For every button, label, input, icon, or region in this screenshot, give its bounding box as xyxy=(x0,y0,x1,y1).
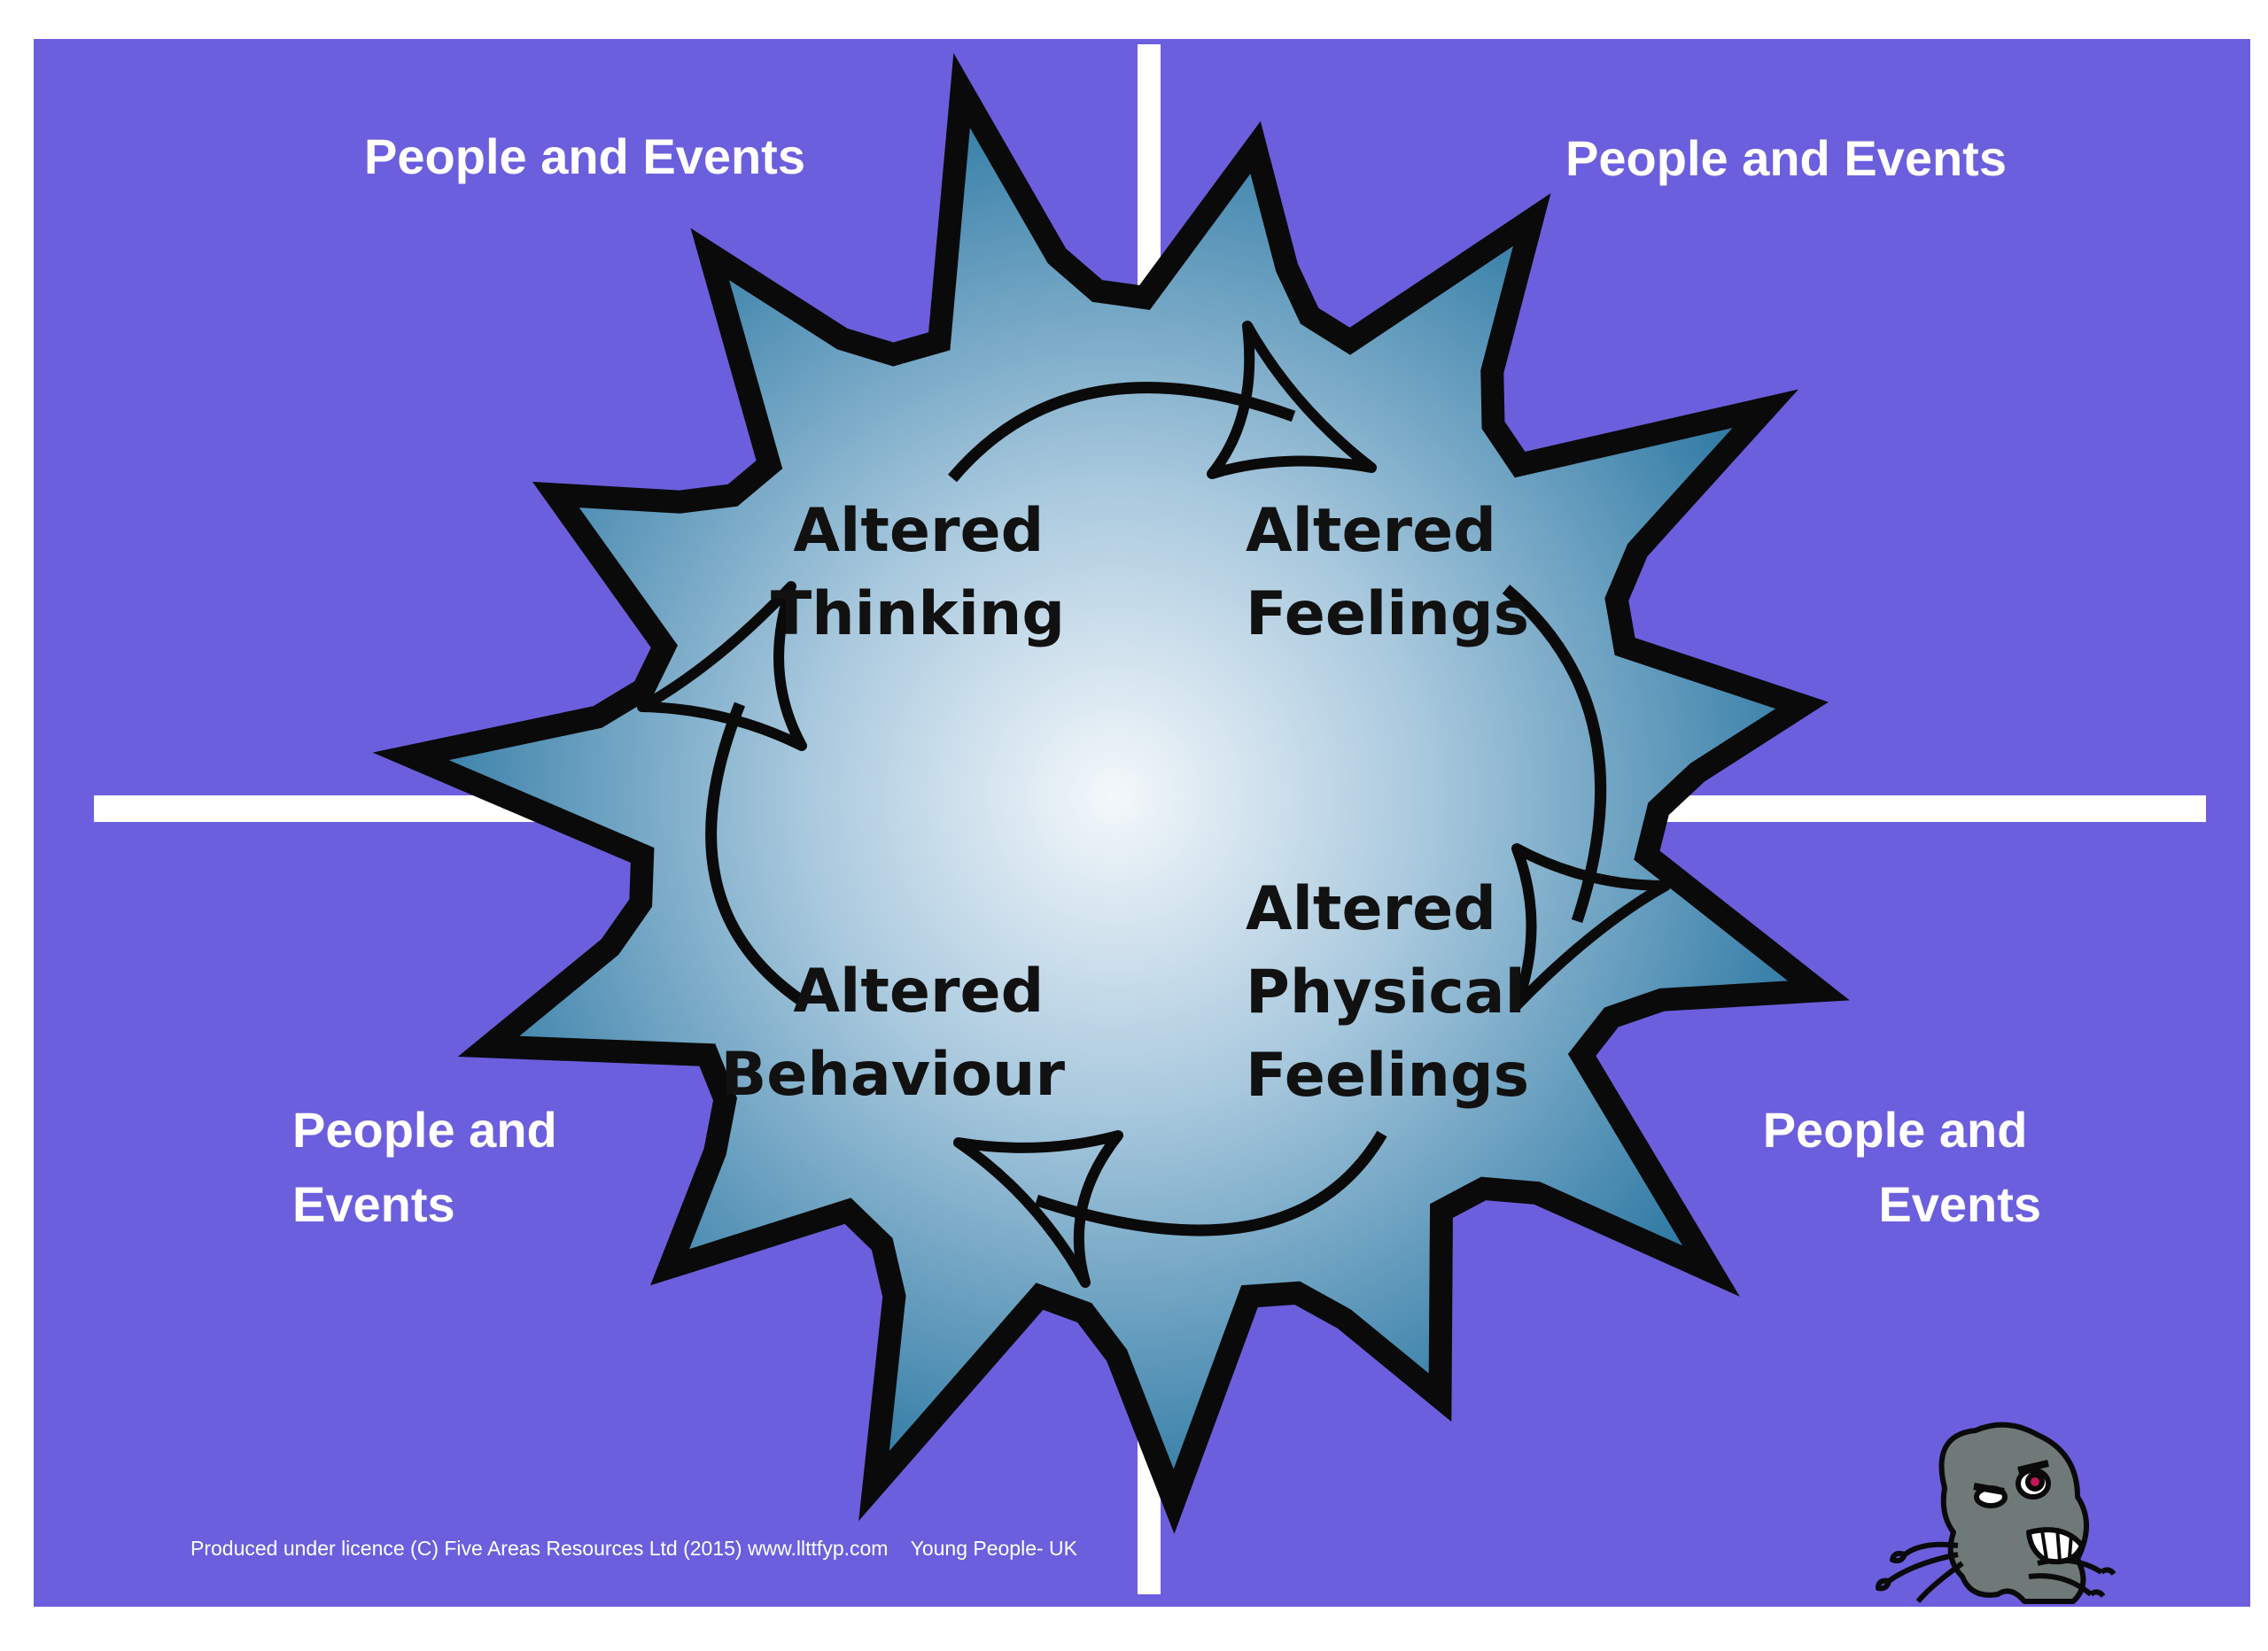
open-triangle-arrowhead-icon xyxy=(1207,321,1377,479)
grumpy-creature-icon xyxy=(1876,1422,2117,1604)
creature-claws-left xyxy=(1876,1541,1964,1603)
open-triangle-arrowhead-icon xyxy=(1511,843,1671,1011)
label-altered-thinking: Altered Thinking xyxy=(771,496,1065,649)
label-altered-feelings: Altered Feelings xyxy=(1246,496,1529,649)
storm-icon xyxy=(372,52,1850,1534)
arrow-physical-to-behaviour xyxy=(1034,1130,1387,1236)
open-triangle-arrowhead-icon xyxy=(637,581,807,751)
arrowheads xyxy=(637,321,1671,1288)
corner-label-top-left: People and Events xyxy=(364,128,805,184)
arrow-thinking-to-feelings xyxy=(948,382,1296,483)
label-altered-physical-feelings: Altered Physical Feelings xyxy=(1246,874,1547,1111)
footer-credit: Produced under licence (C) Five Areas Re… xyxy=(190,1537,1078,1560)
corner-label-top-right: People and Events xyxy=(1565,130,2007,186)
cycle-arrows xyxy=(705,382,1607,1236)
arrow-feelings-to-physical xyxy=(1502,585,1607,924)
open-triangle-arrowhead-icon xyxy=(953,1130,1123,1288)
creature-body xyxy=(1938,1422,2089,1604)
creature-brows xyxy=(1973,1460,2049,1495)
corner-label-bottom-right: People and Events xyxy=(1763,1102,2041,1232)
label-altered-behaviour: Altered Behaviour xyxy=(720,957,1065,1110)
arrow-behaviour-to-thinking xyxy=(705,701,805,1006)
creature-teeth xyxy=(2040,1527,2073,1562)
creature-pupil-right xyxy=(2025,1472,2045,1492)
corner-label-bottom-left: People and Events xyxy=(292,1102,571,1232)
